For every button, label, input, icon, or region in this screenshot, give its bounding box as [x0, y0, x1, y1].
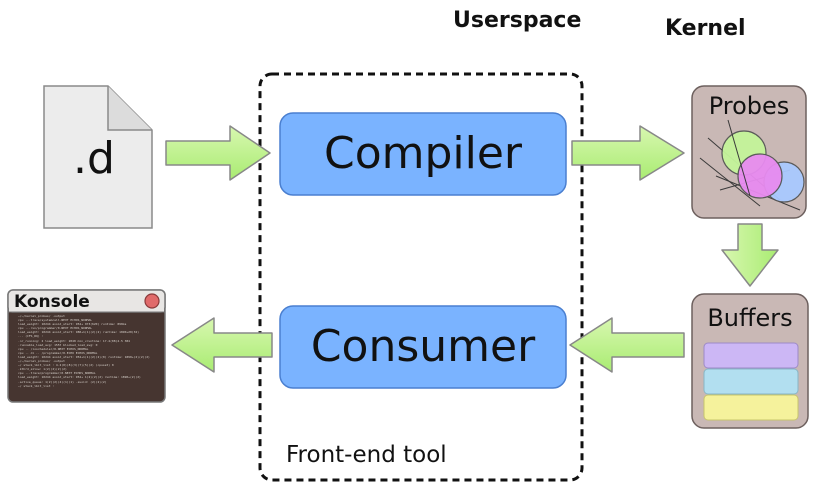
- konsole-line: .runnable_load_avg: 1557 blocked_load_av…: [18, 342, 98, 347]
- userspace-label: Userspace: [453, 8, 582, 33]
- file-extension-label: .d: [73, 133, 115, 184]
- konsole-line: load_weight: 10244 avoid_start: 952+ 973…: [18, 322, 127, 327]
- close-icon: [144, 293, 160, 309]
- konsole-line: cpu .. /ioscheduler/0.NEXT ECHOS_NORMAL: [18, 346, 89, 351]
- compiler-label: Compiler: [323, 128, 523, 179]
- konsole-window: [7, 289, 166, 403]
- konsole-line: load_weight: 10244 avoid_start: 952+1(1)…: [18, 354, 150, 359]
- konsole-line: .active_queue: 1(2)(2)(4)(1)(1) .avoid: …: [18, 379, 107, 384]
- arrow-file-to-compiler: [165, 125, 271, 181]
- konsole-line: ~/~/kernel_probes/ .output: [18, 359, 65, 364]
- consumer-box: [279, 305, 567, 389]
- buffers-box: [691, 293, 809, 429]
- konsole-line: .kthrd_allow: 1(2)(2)(2)(2): [18, 367, 67, 372]
- buffers-label: Buffers: [707, 304, 793, 332]
- kernel-label: Kernel: [665, 16, 746, 41]
- arrow-probes-to-buffers: [721, 223, 779, 287]
- buffer-purple: [703, 342, 799, 369]
- probes-box: [691, 85, 807, 219]
- front-end-tool-container: [258, 72, 584, 482]
- konsole-line: ~/ stack_lbit_list :: [18, 383, 55, 388]
- konsole-line: cpu .. di .. /programmer/0.ECHO ECHOS_NO…: [18, 350, 98, 355]
- probe-pink-circle: [737, 153, 783, 199]
- arrow-buffers-to-consumer: [569, 317, 685, 373]
- arrow-consumer-to-konsole: [171, 317, 273, 373]
- compiler-box: [279, 112, 567, 196]
- konsole-line: cpu ...run/programmer/0.NEXT ECHOS_NORMA…: [18, 326, 93, 331]
- arrow-compiler-to-probes: [571, 125, 685, 181]
- konsole-line: ~/ stack_lbit_list : 4.2(0)(8)(3)(7)(5)(…: [18, 363, 114, 368]
- konsole-title: Konsole: [14, 292, 90, 312]
- konsole-line: ~/~/kernel_probes/ .output: [18, 314, 65, 318]
- konsole-line: cpu ...trace/systemcall.NEXT ECHOS_NORMA…: [18, 318, 93, 323]
- front-end-tool-label: Front-end tool: [286, 442, 447, 468]
- konsole-line: load_weight: 10244 avoid_start: 980+1(1)…: [18, 330, 140, 335]
- probes-label: Probes: [708, 92, 790, 120]
- konsole-line: cpu ...trace/programmer/0.NEXT ECHOS_NOR…: [18, 371, 96, 376]
- buffer-yellow: [703, 394, 799, 421]
- konsole-line: load_weight: 10244 avoid_start: 952+ 1(2…: [18, 375, 141, 380]
- d-file-icon: [43, 85, 153, 229]
- buffer-cyan: [703, 368, 799, 395]
- konsole-line: .nr_running: 2 load_weight: 2048 min_vru…: [18, 338, 130, 343]
- konsole-line: ... (CFS_RQ) :: [18, 334, 44, 339]
- consumer-label: Consumer: [310, 321, 536, 372]
